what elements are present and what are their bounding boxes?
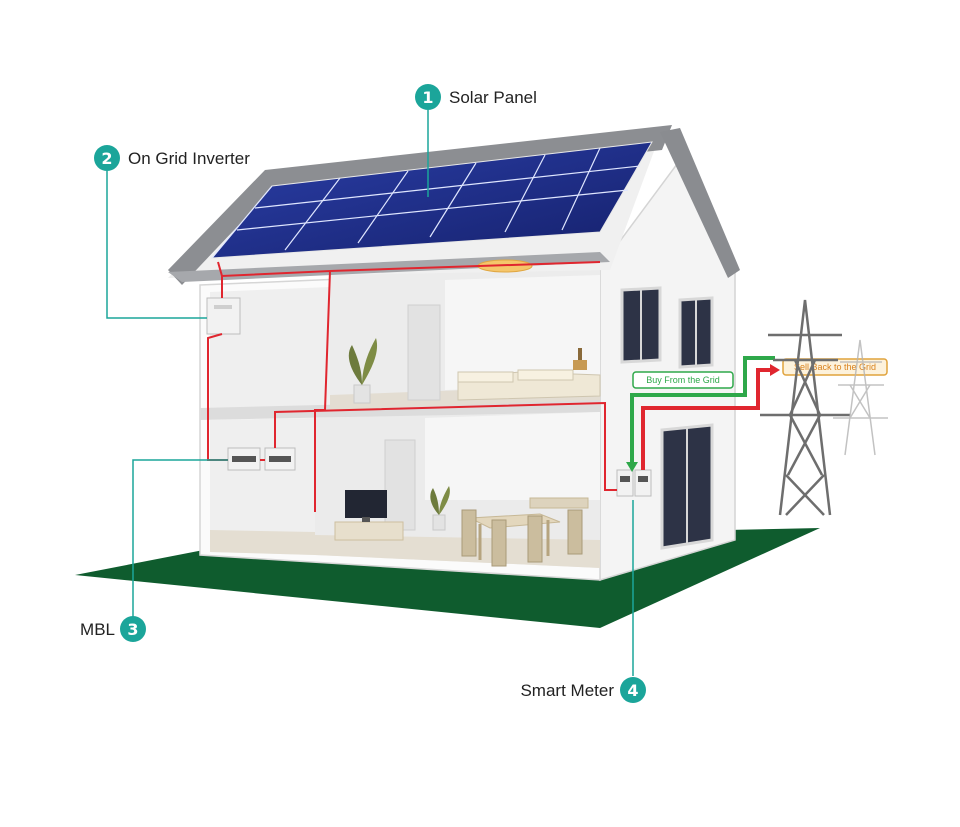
transmission-tower-icon bbox=[760, 299, 850, 516]
badge-number: 4 bbox=[627, 681, 638, 700]
transmission-tower-icon bbox=[833, 339, 888, 456]
callout-solar-panel: 1 Solar Panel bbox=[415, 84, 537, 110]
callout-lines bbox=[106, 110, 634, 676]
sell-to-grid-label: Sell Back to the Grid bbox=[794, 362, 876, 372]
bedroom-furniture bbox=[457, 348, 601, 401]
tv-icon bbox=[345, 490, 387, 518]
callout-mbl: 3 MBL bbox=[80, 616, 146, 642]
wiring bbox=[207, 261, 617, 512]
grid-flow-arrows: Buy From the Grid Sell Back to the Grid bbox=[626, 356, 888, 472]
plant-icon bbox=[430, 486, 450, 531]
badge-number: 1 bbox=[422, 88, 433, 107]
callout-label: MBL bbox=[80, 620, 115, 639]
buy-from-grid-label: Buy From the Grid bbox=[646, 375, 720, 385]
callout-smart-meter: 4 Smart Meter bbox=[520, 677, 646, 703]
callout-on-grid-inverter: 2 On Grid Inverter bbox=[94, 145, 250, 171]
callout-label: Smart Meter bbox=[520, 681, 614, 700]
breaker-box bbox=[227, 447, 296, 471]
badge-number: 2 bbox=[101, 149, 112, 168]
lamp-icon bbox=[573, 360, 587, 370]
living-room-furniture bbox=[334, 486, 589, 567]
plant-icon bbox=[348, 338, 378, 404]
callout-label: On Grid Inverter bbox=[128, 149, 250, 168]
callout-label: Solar Panel bbox=[449, 88, 537, 107]
buy-from-grid-tag bbox=[632, 371, 734, 389]
solar-panel-array bbox=[210, 141, 653, 259]
inverter-device bbox=[206, 297, 241, 335]
badge-number: 3 bbox=[127, 620, 138, 639]
